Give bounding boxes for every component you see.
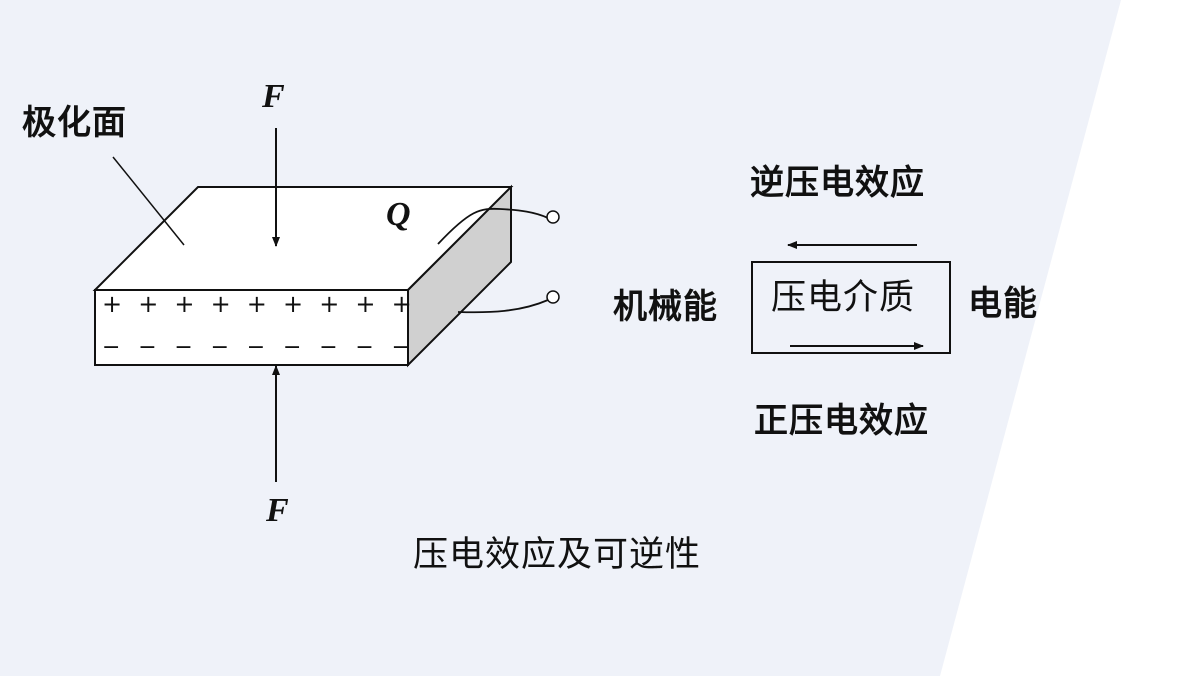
positive-charge: +: [391, 290, 412, 318]
negative-charge: −: [210, 335, 230, 360]
caption: 压电效应及可逆性: [413, 535, 702, 575]
polarized-face-label: 极化面: [22, 103, 127, 143]
positive-charge: +: [102, 290, 123, 318]
wire-top: [437, 207, 549, 245]
positive-charge: +: [138, 290, 159, 318]
positive-charge: +: [283, 290, 304, 318]
mechanical-energy-label: 机械能: [613, 287, 718, 327]
negative-charge: −: [355, 335, 374, 360]
polarized-face-leader-line: [112, 156, 185, 246]
wire-bottom: [457, 299, 549, 314]
force-bottom-label: F: [266, 492, 289, 529]
negative-charge: −: [246, 335, 266, 360]
positive-charge: +: [174, 290, 195, 318]
negative-charge: −: [174, 335, 193, 360]
positive-charge: +: [355, 290, 376, 318]
crystal-front-face: [94, 289, 409, 366]
inverse-effect-label: 逆压电效应: [750, 163, 925, 203]
negative-charge: −: [319, 335, 338, 360]
positive-charge: +: [319, 290, 340, 318]
negative-charge: −: [283, 335, 302, 360]
medium-label: 压电介质: [771, 278, 916, 318]
direct-effect-label: 正压电效应: [754, 401, 929, 441]
electrical-energy-label: 电能: [968, 284, 1038, 324]
terminal-bottom: [546, 290, 560, 304]
medium-box: [751, 261, 951, 354]
positive-charge: +: [210, 290, 231, 318]
background-panel: [0, 0, 1121, 676]
negative-charge: −: [138, 335, 157, 360]
negative-charge: −: [102, 335, 121, 360]
force-top-label: F: [262, 78, 285, 115]
positive-charge: +: [246, 290, 267, 318]
terminal-top: [546, 210, 560, 224]
negative-charge: −: [391, 335, 411, 360]
charge-label: Q: [386, 196, 411, 233]
